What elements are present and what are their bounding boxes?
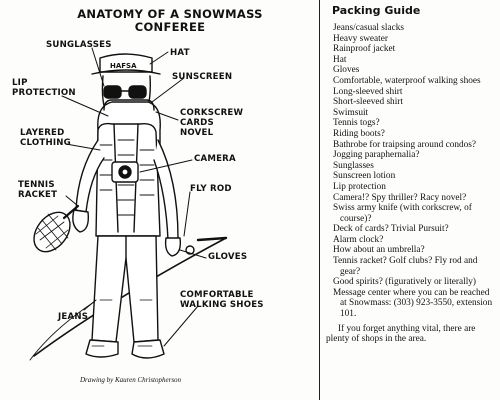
packing-guide-title: Packing Guide (332, 4, 421, 17)
list-item: Sunglasses (333, 160, 374, 171)
label-gloves: GLOVES (208, 252, 248, 262)
list-item: Lip protection (333, 181, 386, 192)
label-hat: HAT (170, 48, 190, 58)
list-item: Gloves (333, 65, 360, 76)
list-item: Tennis togs? (333, 118, 380, 129)
label-layered-clothing: LAYERED CLOTHING (20, 128, 71, 148)
list-item: Bathrobe for traipsing around condos? (333, 139, 477, 150)
label-corkscrew-cards-novel: CORKSCREW CARDS NOVEL (180, 108, 244, 138)
list-item: Tennis racket? Golf clubs? Fly rod and g… (333, 256, 478, 277)
hat-icon: HAFSA (91, 53, 161, 75)
drawing-credit: Drawing by Kauren Christopherson (80, 376, 182, 384)
list-item: Swiss army knife (with corkscrew, of cou… (333, 203, 472, 224)
list-item: Swimsuit (333, 107, 369, 118)
list-item: Sunscreen lotion (333, 171, 396, 182)
list-item: Alarm clock? (333, 234, 384, 245)
list-item: Deck of cards? Trivial Pursuit? (333, 224, 449, 235)
jeans-shape (91, 235, 159, 343)
conferee-drawing: HAFSA (29, 47, 228, 361)
list-item: Camera!? Spy thriller? Racy novel? (333, 192, 467, 203)
list-item: How about an umbrella? (333, 245, 425, 256)
label-sunglasses: SUNGLASSES (46, 40, 112, 50)
list-item: Message center where you can be reached … (333, 287, 493, 320)
list-item: Riding boots? (333, 128, 385, 139)
column-divider (319, 0, 321, 400)
label-lip-protection: LIP PROTECTION (12, 78, 76, 98)
glove-left (72, 209, 90, 233)
svg-text:HAFSA: HAFSA (110, 62, 137, 70)
list-item: Hat (333, 54, 347, 65)
illustration-title: ANATOMY OF A SNOWMASS CONFEREE (77, 7, 263, 34)
list-item: Good spirits? (figuratively or literally… (333, 277, 477, 288)
callout-lines (61, 47, 207, 347)
list-item: Jogging paraphernalia? (333, 150, 420, 161)
glove-right (164, 237, 182, 257)
list-item: Rainproof jacket (333, 44, 396, 55)
camera-icon (111, 161, 139, 183)
list-item: Long-sleeved shirt (333, 86, 403, 97)
label-camera: CAMERA (194, 154, 236, 164)
label-sunscreen: SUNSCREEN (172, 72, 233, 82)
walking-shoes-icon (85, 339, 165, 359)
tennis-racket-icon (33, 204, 80, 253)
list-item: Jeans/casual slacks (333, 23, 404, 33)
list-item: Short-sleeved shirt (333, 97, 403, 108)
illustration-panel: ANATOMY OF A SNOWMASS CONFEREE HAFSA (12, 7, 264, 385)
label-tennis-racket: TENNIS RACKET (18, 180, 58, 200)
packing-footnote: If you forget anything vital, there are … (326, 323, 476, 345)
label-fly-rod: FLY ROD (190, 184, 232, 194)
list-item: Heavy sweater (333, 33, 388, 44)
sunglasses-icon (103, 85, 147, 99)
list-item: Comfortable, waterproof walking shoes (333, 75, 481, 86)
label-comfortable-walking-shoes: COMFORTABLE WALKING SHOES (180, 290, 264, 310)
label-jeans: JEANS (58, 312, 89, 322)
